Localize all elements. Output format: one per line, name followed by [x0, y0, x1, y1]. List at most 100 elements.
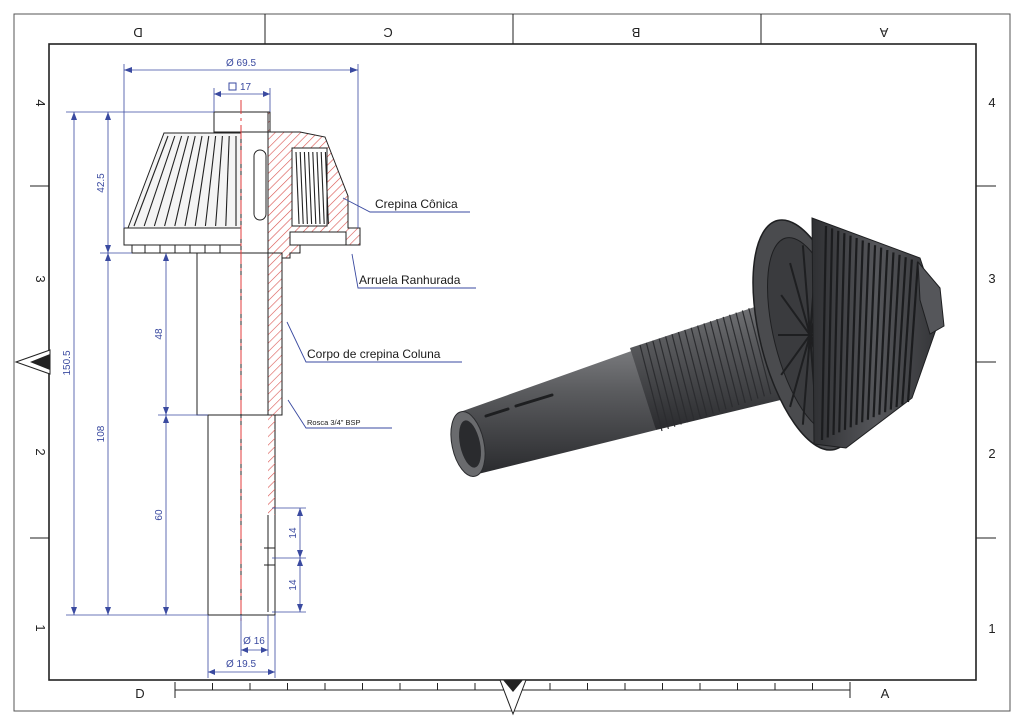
right-zone-dividers [976, 185, 996, 539]
cone-rib-3d [849, 237, 858, 428]
thread-line [652, 340, 676, 427]
model-top-hex [917, 260, 945, 335]
zone-label-bottom-right: A [881, 686, 890, 701]
cone-rib-3d [820, 225, 828, 441]
section-rib-line [324, 151, 329, 225]
callout-slotted-washer: Arruela Ranhurada [359, 273, 461, 287]
thread-line [671, 334, 695, 421]
dim-stem-diameter: Ø 19.5 [226, 659, 256, 670]
zone-label-top-1: D [133, 25, 142, 40]
thread-line [741, 310, 765, 397]
cone-rib-line [215, 135, 223, 227]
cone-left-half [127, 132, 242, 229]
scale-ticks [174, 683, 851, 690]
zone-label-right-4: 1 [988, 621, 995, 636]
callout-column-body: Corpo de crepina Coluna [307, 347, 441, 361]
square-symbol-icon [228, 82, 237, 91]
washer-slots [144, 245, 221, 253]
zone-label-left-3: 2 [33, 448, 48, 455]
cap-top-square [213, 111, 271, 133]
top-zone-labels: D C B A [133, 25, 888, 40]
thread-line [716, 318, 740, 406]
cone-rib-3d [866, 245, 877, 420]
section-rib-line [308, 151, 313, 225]
thread-line [677, 331, 701, 419]
flange-spoke [801, 334, 811, 425]
thread-line [709, 321, 733, 408]
thread-line [658, 338, 682, 425]
section-rib-line [320, 151, 325, 225]
cone-rib-3d [861, 242, 871, 423]
section-cone-ribs [295, 151, 329, 225]
dim-square-top: 17 [240, 82, 252, 93]
cone-rib-3d [889, 254, 901, 410]
dim-inner-diameter: Ø 16 [243, 636, 265, 647]
section-washer-cavity [289, 231, 347, 246]
cone-rib-line [174, 135, 196, 227]
dim-lower-height: 108 [96, 425, 107, 442]
cone-rib-line [153, 135, 183, 227]
zone-label-left-1: 4 [33, 99, 48, 106]
section-rib-line [303, 151, 308, 225]
dim-outer-diameter: Ø 69.5 [226, 58, 256, 69]
callout-leaders [286, 197, 476, 429]
cone-rib-line [194, 135, 210, 227]
dimension-lines [66, 64, 359, 678]
zone-label-left-4: 1 [33, 624, 48, 631]
callout-thread-spec: Rosca 3/4" BSP [307, 418, 361, 427]
left-zone-dividers [30, 185, 49, 539]
isometric-3d-model [450, 217, 945, 477]
top-zone-dividers [264, 14, 762, 44]
section-rib-line [299, 151, 304, 225]
zone-label-right-2: 3 [988, 271, 995, 286]
flange-spoke [801, 245, 811, 336]
cone-rib-3d [906, 261, 920, 403]
flange-spoke [780, 294, 811, 336]
zone-label-left-2: 3 [33, 275, 48, 282]
model-cone-ribs [820, 225, 920, 441]
upper-stem [196, 252, 242, 416]
cone-rib-line [164, 135, 189, 227]
bottom-center-arrow-fill [503, 680, 523, 692]
section-rib-line [295, 151, 300, 225]
lower-stem [207, 414, 242, 616]
thread-line [665, 336, 689, 423]
stem-hatch-lower [268, 415, 275, 515]
thread-line [639, 344, 663, 432]
cone-rib-3d [895, 257, 907, 408]
thread-line [690, 327, 714, 414]
cone-rib-3d [826, 228, 834, 438]
dim-slot-spacing-1: 14 [288, 527, 299, 539]
thread-line [684, 329, 708, 417]
zone-label-right-1: 4 [988, 95, 995, 110]
flange-spoke [780, 334, 811, 376]
right-zone-labels: 4 3 2 1 [988, 95, 995, 636]
thread-line [729, 314, 753, 401]
inner-slot [253, 149, 267, 221]
callout-conical-strainer: Crepina Cônica [375, 197, 458, 211]
zone-label-bottom-left: D [135, 686, 144, 701]
thread-line [645, 342, 669, 429]
cone-rib-3d [855, 240, 864, 425]
dim-upper-stem: 48 [154, 328, 165, 340]
flange-spoke [789, 334, 811, 408]
stem-slots [264, 515, 275, 612]
dim-slot-spacing-2: 14 [288, 579, 299, 591]
cone-rib-line [225, 135, 230, 227]
cone-rib-line [133, 135, 169, 227]
model-pipe-body [460, 348, 656, 474]
zone-label-top-3: B [632, 25, 641, 40]
dimension-arrowheads [71, 67, 358, 675]
dim-total-height: 150.5 [62, 350, 73, 375]
model-pipe-slots [484, 393, 554, 418]
cone-rib-line [143, 135, 176, 227]
section-rib-line [316, 151, 321, 225]
thread-line [735, 312, 759, 399]
zone-label-right-3: 2 [988, 446, 995, 461]
zone-label-top-4: A [879, 25, 888, 40]
thread-line [697, 325, 721, 412]
cone-rib-3d [901, 259, 913, 405]
section-rib-line [312, 151, 317, 225]
thread-line [722, 316, 746, 404]
